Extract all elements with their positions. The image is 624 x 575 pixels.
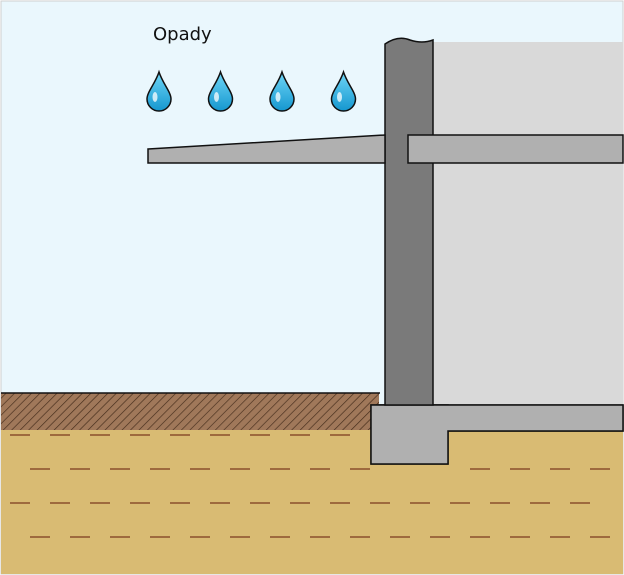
foundation-wall <box>384 37 434 406</box>
rain-drop-highlight <box>337 92 342 102</box>
ground-dash-pattern <box>10 434 610 538</box>
topsoil-hatch <box>1 393 379 430</box>
precipitation-label: Opady <box>153 24 212 45</box>
rain-drop-icon <box>207 69 234 112</box>
rain-drop-highlight <box>214 92 219 102</box>
ceiling-slab <box>407 134 624 164</box>
rain-drop-icon <box>269 69 295 112</box>
footing-step <box>370 404 624 465</box>
rain-drops <box>146 69 357 112</box>
building-interior <box>432 42 623 408</box>
rain-drop-icon <box>330 69 357 112</box>
rain-drop-icon <box>146 69 172 112</box>
rain-drop-highlight <box>275 92 281 102</box>
ground <box>1 430 623 574</box>
roof-eave <box>147 134 386 164</box>
rain-drop-highlight <box>152 92 158 102</box>
